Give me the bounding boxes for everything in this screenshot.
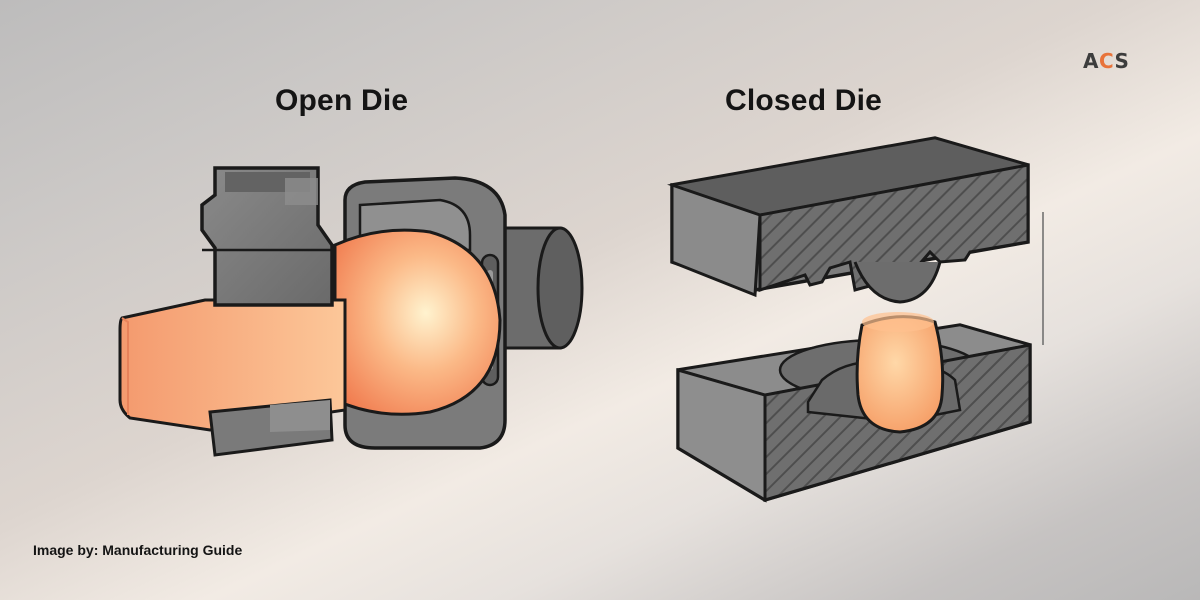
hot-billet bbox=[855, 312, 945, 434]
hot-workpiece-bulge bbox=[333, 228, 502, 416]
open-die-title: Open Die bbox=[275, 84, 409, 117]
open-die-group bbox=[118, 166, 584, 457]
acs-logo: ACS bbox=[1083, 49, 1130, 73]
closed-die-title: Closed Die bbox=[725, 84, 883, 117]
upper-closed-die bbox=[667, 136, 1030, 304]
lower-open-die bbox=[208, 398, 334, 457]
closed-die-group bbox=[667, 136, 1044, 503]
lower-closed-die bbox=[676, 323, 1032, 503]
hot-bar bbox=[118, 298, 347, 432]
upper-open-die bbox=[200, 166, 334, 307]
image-credit: Image by: Manufacturing Guide bbox=[33, 542, 243, 558]
press-shaft bbox=[498, 226, 584, 350]
